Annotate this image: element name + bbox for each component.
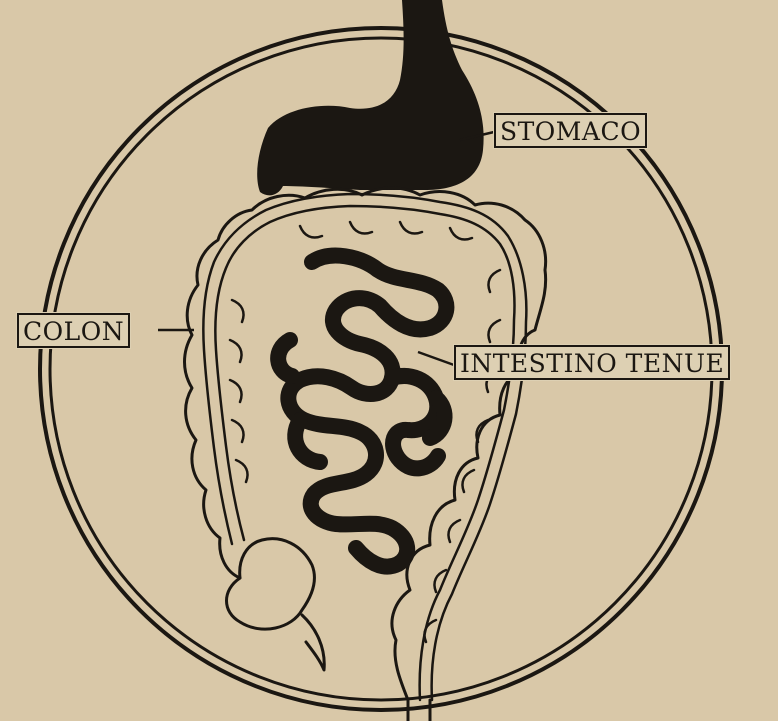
label-small-intestine: INTESTINO TENUE <box>454 345 730 380</box>
label-stomach: STOMACO <box>494 113 647 148</box>
label-colon: COLON <box>17 313 130 348</box>
